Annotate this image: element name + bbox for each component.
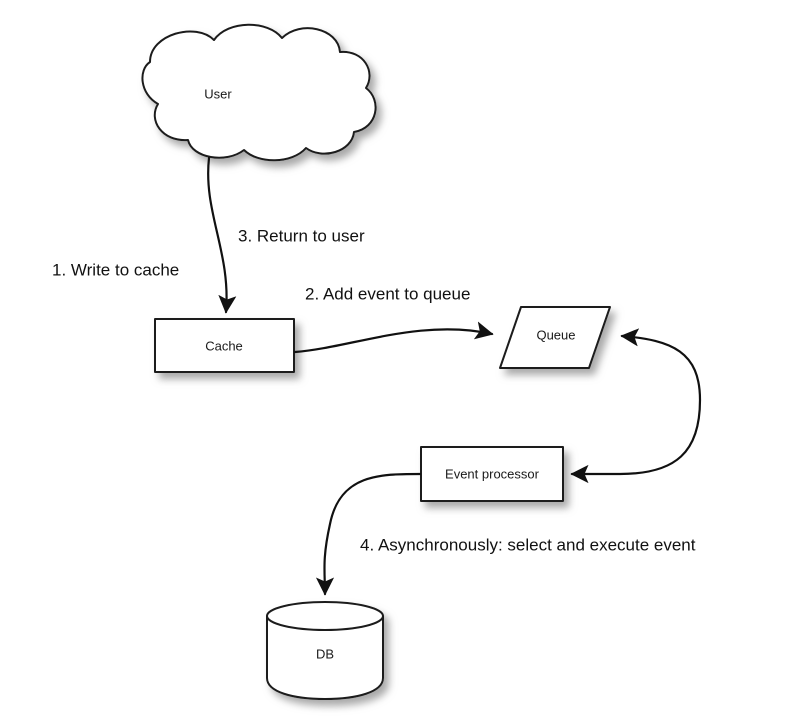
cloud-shape bbox=[141, 23, 377, 162]
step-label-4: 4. Asynchronously: select and execute ev… bbox=[360, 535, 696, 554]
node-user-label: User bbox=[204, 86, 232, 101]
node-user[interactable]: User bbox=[141, 23, 377, 162]
node-cache[interactable]: Cache bbox=[154, 318, 295, 373]
step-label-2: 2. Add event to queue bbox=[305, 284, 470, 303]
edge-cache-to-queue bbox=[293, 321, 494, 354]
edge-queue-processor-loop bbox=[570, 328, 702, 484]
step-label-3: 3. Return to user bbox=[238, 226, 365, 245]
step-label-1: 1. Write to cache bbox=[52, 260, 179, 279]
edge-user-to-cache bbox=[207, 156, 237, 314]
edge-processor-to-db bbox=[315, 472, 422, 596]
node-db[interactable]: DB bbox=[266, 601, 384, 700]
node-queue[interactable]: Queue bbox=[499, 306, 611, 369]
node-cache-label: Cache bbox=[205, 338, 243, 353]
db-top-ellipse bbox=[266, 601, 384, 631]
node-event-processor-label: Event processor bbox=[445, 466, 540, 481]
node-queue-label: Queue bbox=[536, 327, 575, 342]
db-body-shape bbox=[266, 615, 384, 700]
node-event-processor[interactable]: Event processor bbox=[420, 446, 564, 502]
cache-shape bbox=[154, 318, 295, 373]
node-db-label: DB bbox=[316, 646, 334, 661]
